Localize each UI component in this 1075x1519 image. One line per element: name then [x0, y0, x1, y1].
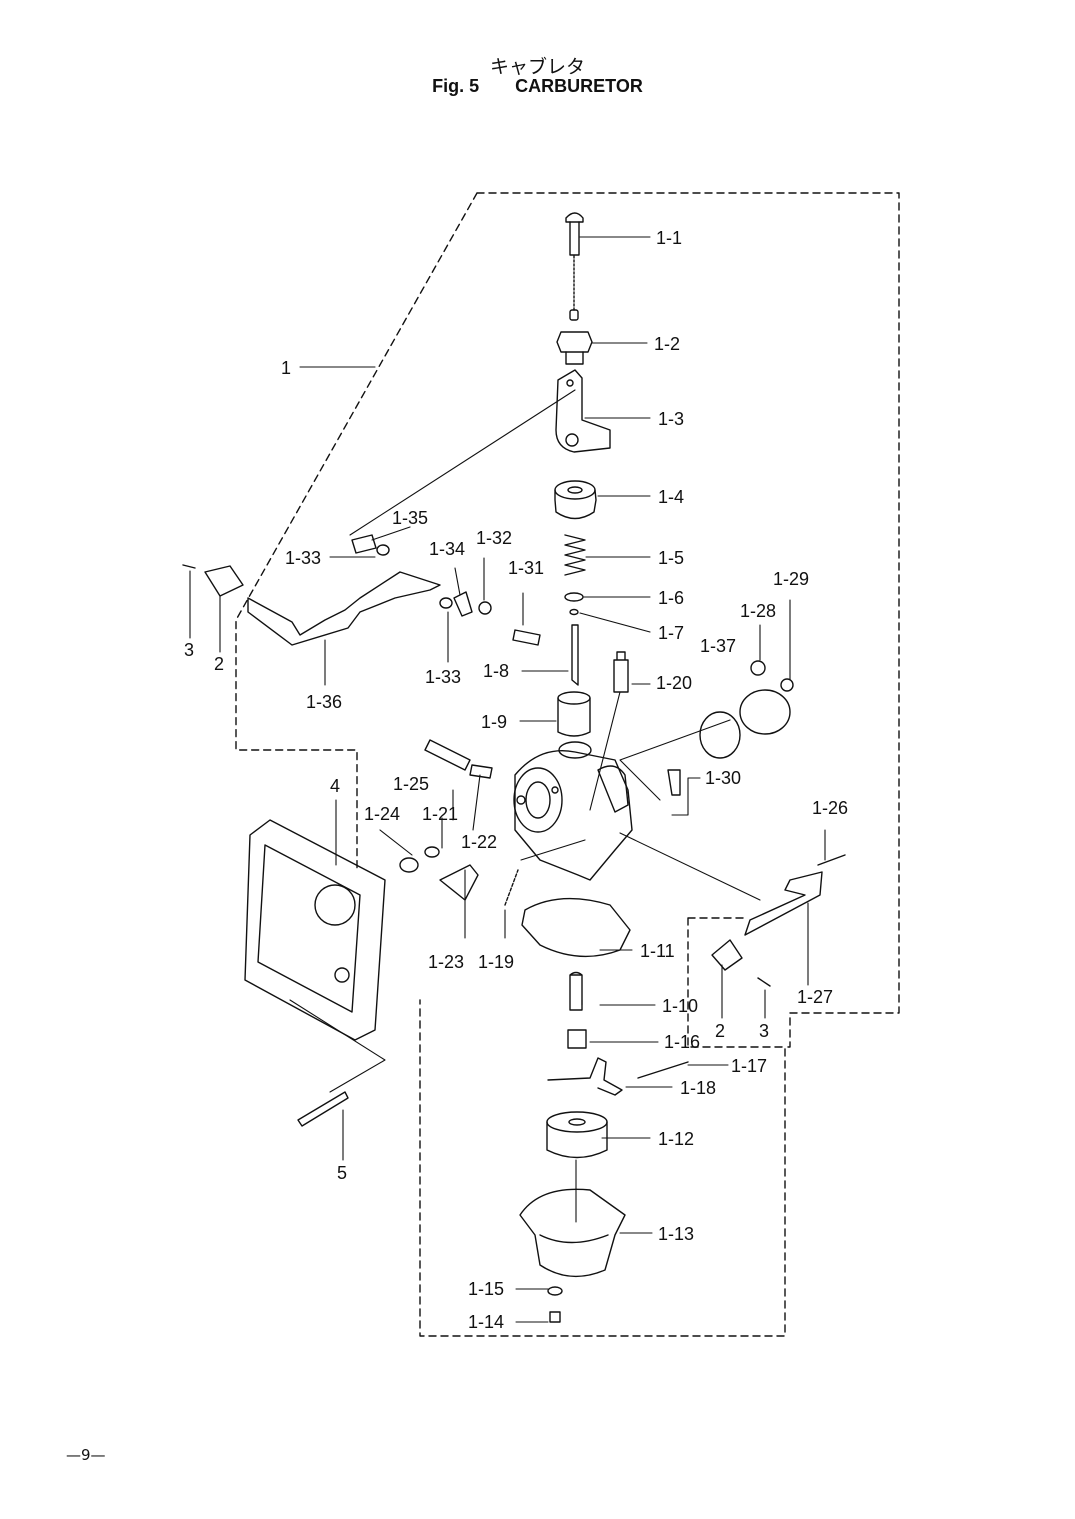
- label-1-16: 1-16: [664, 1032, 700, 1052]
- label-1-37: 1-37: [700, 636, 736, 656]
- label-1-30: 1-30: [705, 768, 741, 788]
- part-1-4-cap: [554, 480, 597, 520]
- sub-boundary-dashed: [687, 917, 786, 1048]
- label-4: 4: [330, 776, 340, 796]
- label-1-32: 1-32: [476, 528, 512, 548]
- label-1-26: 1-26: [812, 798, 848, 818]
- part-1-25-washer: [424, 846, 440, 858]
- label-1-17: 1-17: [731, 1056, 767, 1076]
- part-1-28-clamp: [739, 660, 794, 735]
- label-1-1: 1-1: [656, 228, 682, 248]
- label-1-23: 1-23: [428, 952, 464, 972]
- label-1-7: 1-7: [658, 623, 684, 643]
- carburetor-body: [513, 741, 633, 881]
- label-1-3: 1-3: [658, 409, 684, 429]
- part-1-15-washer: [547, 1286, 563, 1296]
- part-1-13-float-bowl: [519, 1188, 626, 1278]
- part-1-12-float: [546, 1111, 608, 1159]
- part-1-21-screw: [424, 739, 471, 771]
- part-1-17-pin: [637, 1061, 689, 1079]
- label-1-4: 1-4: [658, 487, 684, 507]
- title-japanese: キャブレタ: [489, 56, 585, 78]
- part-1-33-washer-upper: [376, 544, 390, 556]
- label-1-13: 1-13: [658, 1224, 694, 1244]
- label-5: 5: [337, 1163, 347, 1183]
- label-3-left: 3: [184, 640, 194, 660]
- label-1-25: 1-25: [393, 774, 429, 794]
- part-1-20-fitting: [613, 651, 629, 693]
- label-1-5: 1-5: [658, 548, 684, 568]
- label-1-24: 1-24: [364, 804, 400, 824]
- label-1-28: 1-28: [740, 601, 776, 621]
- label-1-36: 1-36: [306, 692, 342, 712]
- label-1-9: 1-9: [481, 712, 507, 732]
- part-1-34-link: [453, 591, 473, 617]
- part-labels: 1 1-1 1-2 1-3 1-4 1-5 1-6 1-7 1-8 1-9 1-…: [184, 228, 848, 1332]
- part-1-7-ring: [569, 608, 579, 616]
- part-1-6-clip: [564, 592, 584, 602]
- part-2-knob-right: [711, 939, 743, 971]
- part-1-10-nozzle: [569, 971, 583, 1011]
- part-2-knob-left: [204, 565, 244, 597]
- label-1-14: 1-14: [468, 1312, 504, 1332]
- label-1-31: 1-31: [508, 558, 544, 578]
- part-1-3-bracket: [555, 369, 611, 453]
- part-3-screw-right: [757, 977, 771, 987]
- part-1-18-float-arm: [547, 1057, 623, 1096]
- label-1-12: 1-12: [658, 1129, 694, 1149]
- label-1-2: 1-2: [654, 334, 680, 354]
- label-1-33-upper: 1-33: [285, 548, 321, 568]
- part-1-36-lever: [247, 571, 441, 646]
- label-1-19: 1-19: [478, 952, 514, 972]
- part-1-8-needle: [571, 624, 579, 686]
- title-english-line: Fig. 5 CARBURETOR: [0, 76, 1075, 97]
- label-2-left: 2: [214, 654, 224, 674]
- part-1-2-nut: [556, 331, 593, 365]
- label-1-6: 1-6: [658, 588, 684, 608]
- part-1-9-throttle-valve: [557, 691, 591, 737]
- label-1-11: 1-11: [640, 941, 675, 961]
- part-1-19-spring: [504, 869, 519, 906]
- label-1-20: 1-20: [656, 673, 692, 693]
- part-1-5-spring: [564, 534, 586, 576]
- label-1-22: 1-22: [461, 832, 497, 852]
- part-1-24-collar: [399, 857, 419, 873]
- part-1-11-gasket: [521, 897, 631, 958]
- figure-title: CARBURETOR: [515, 76, 643, 96]
- part-3-screw-left: [182, 564, 196, 569]
- part-1-32-clip: [478, 601, 492, 615]
- part-1-23-plate: [439, 864, 479, 901]
- label-1: 1: [281, 358, 291, 378]
- label-3-right: 3: [759, 1021, 769, 1041]
- part-1-14-screw: [549, 1311, 561, 1323]
- part-1-16-valve-seat: [567, 1029, 587, 1049]
- part-1-22-spring: [469, 764, 493, 779]
- part-1-27-rod: [744, 871, 823, 936]
- label-1-18: 1-18: [680, 1078, 716, 1098]
- label-1-21: 1-21: [422, 804, 458, 824]
- assembly-boundary-dashed: [235, 192, 900, 1337]
- label-1-29: 1-29: [773, 569, 809, 589]
- part-5-bolt: [297, 1091, 349, 1127]
- label-2-right: 2: [715, 1021, 725, 1041]
- part-1-37-o-ring: [699, 711, 741, 759]
- label-1-34: 1-34: [429, 539, 465, 559]
- figure-number: Fig. 5: [432, 76, 480, 96]
- label-1-33-lower: 1-33: [425, 667, 461, 687]
- part-1-1-needle: [565, 212, 584, 321]
- page-number: —9—: [66, 1446, 106, 1464]
- part-1-35-pin: [351, 534, 377, 554]
- leader-lines: [189, 236, 826, 1323]
- part-1-26-pin: [817, 854, 846, 866]
- label-1-15: 1-15: [468, 1279, 504, 1299]
- part-1-33-washer-lower: [439, 597, 453, 609]
- part-1-30-screw: [667, 769, 681, 796]
- part-4-air-cleaner: [244, 819, 386, 1041]
- part-1-31-screw: [512, 629, 541, 646]
- label-1-8: 1-8: [483, 661, 509, 681]
- label-1-35: 1-35: [392, 508, 428, 528]
- label-1-27: 1-27: [797, 987, 833, 1007]
- label-1-10: 1-10: [662, 996, 698, 1016]
